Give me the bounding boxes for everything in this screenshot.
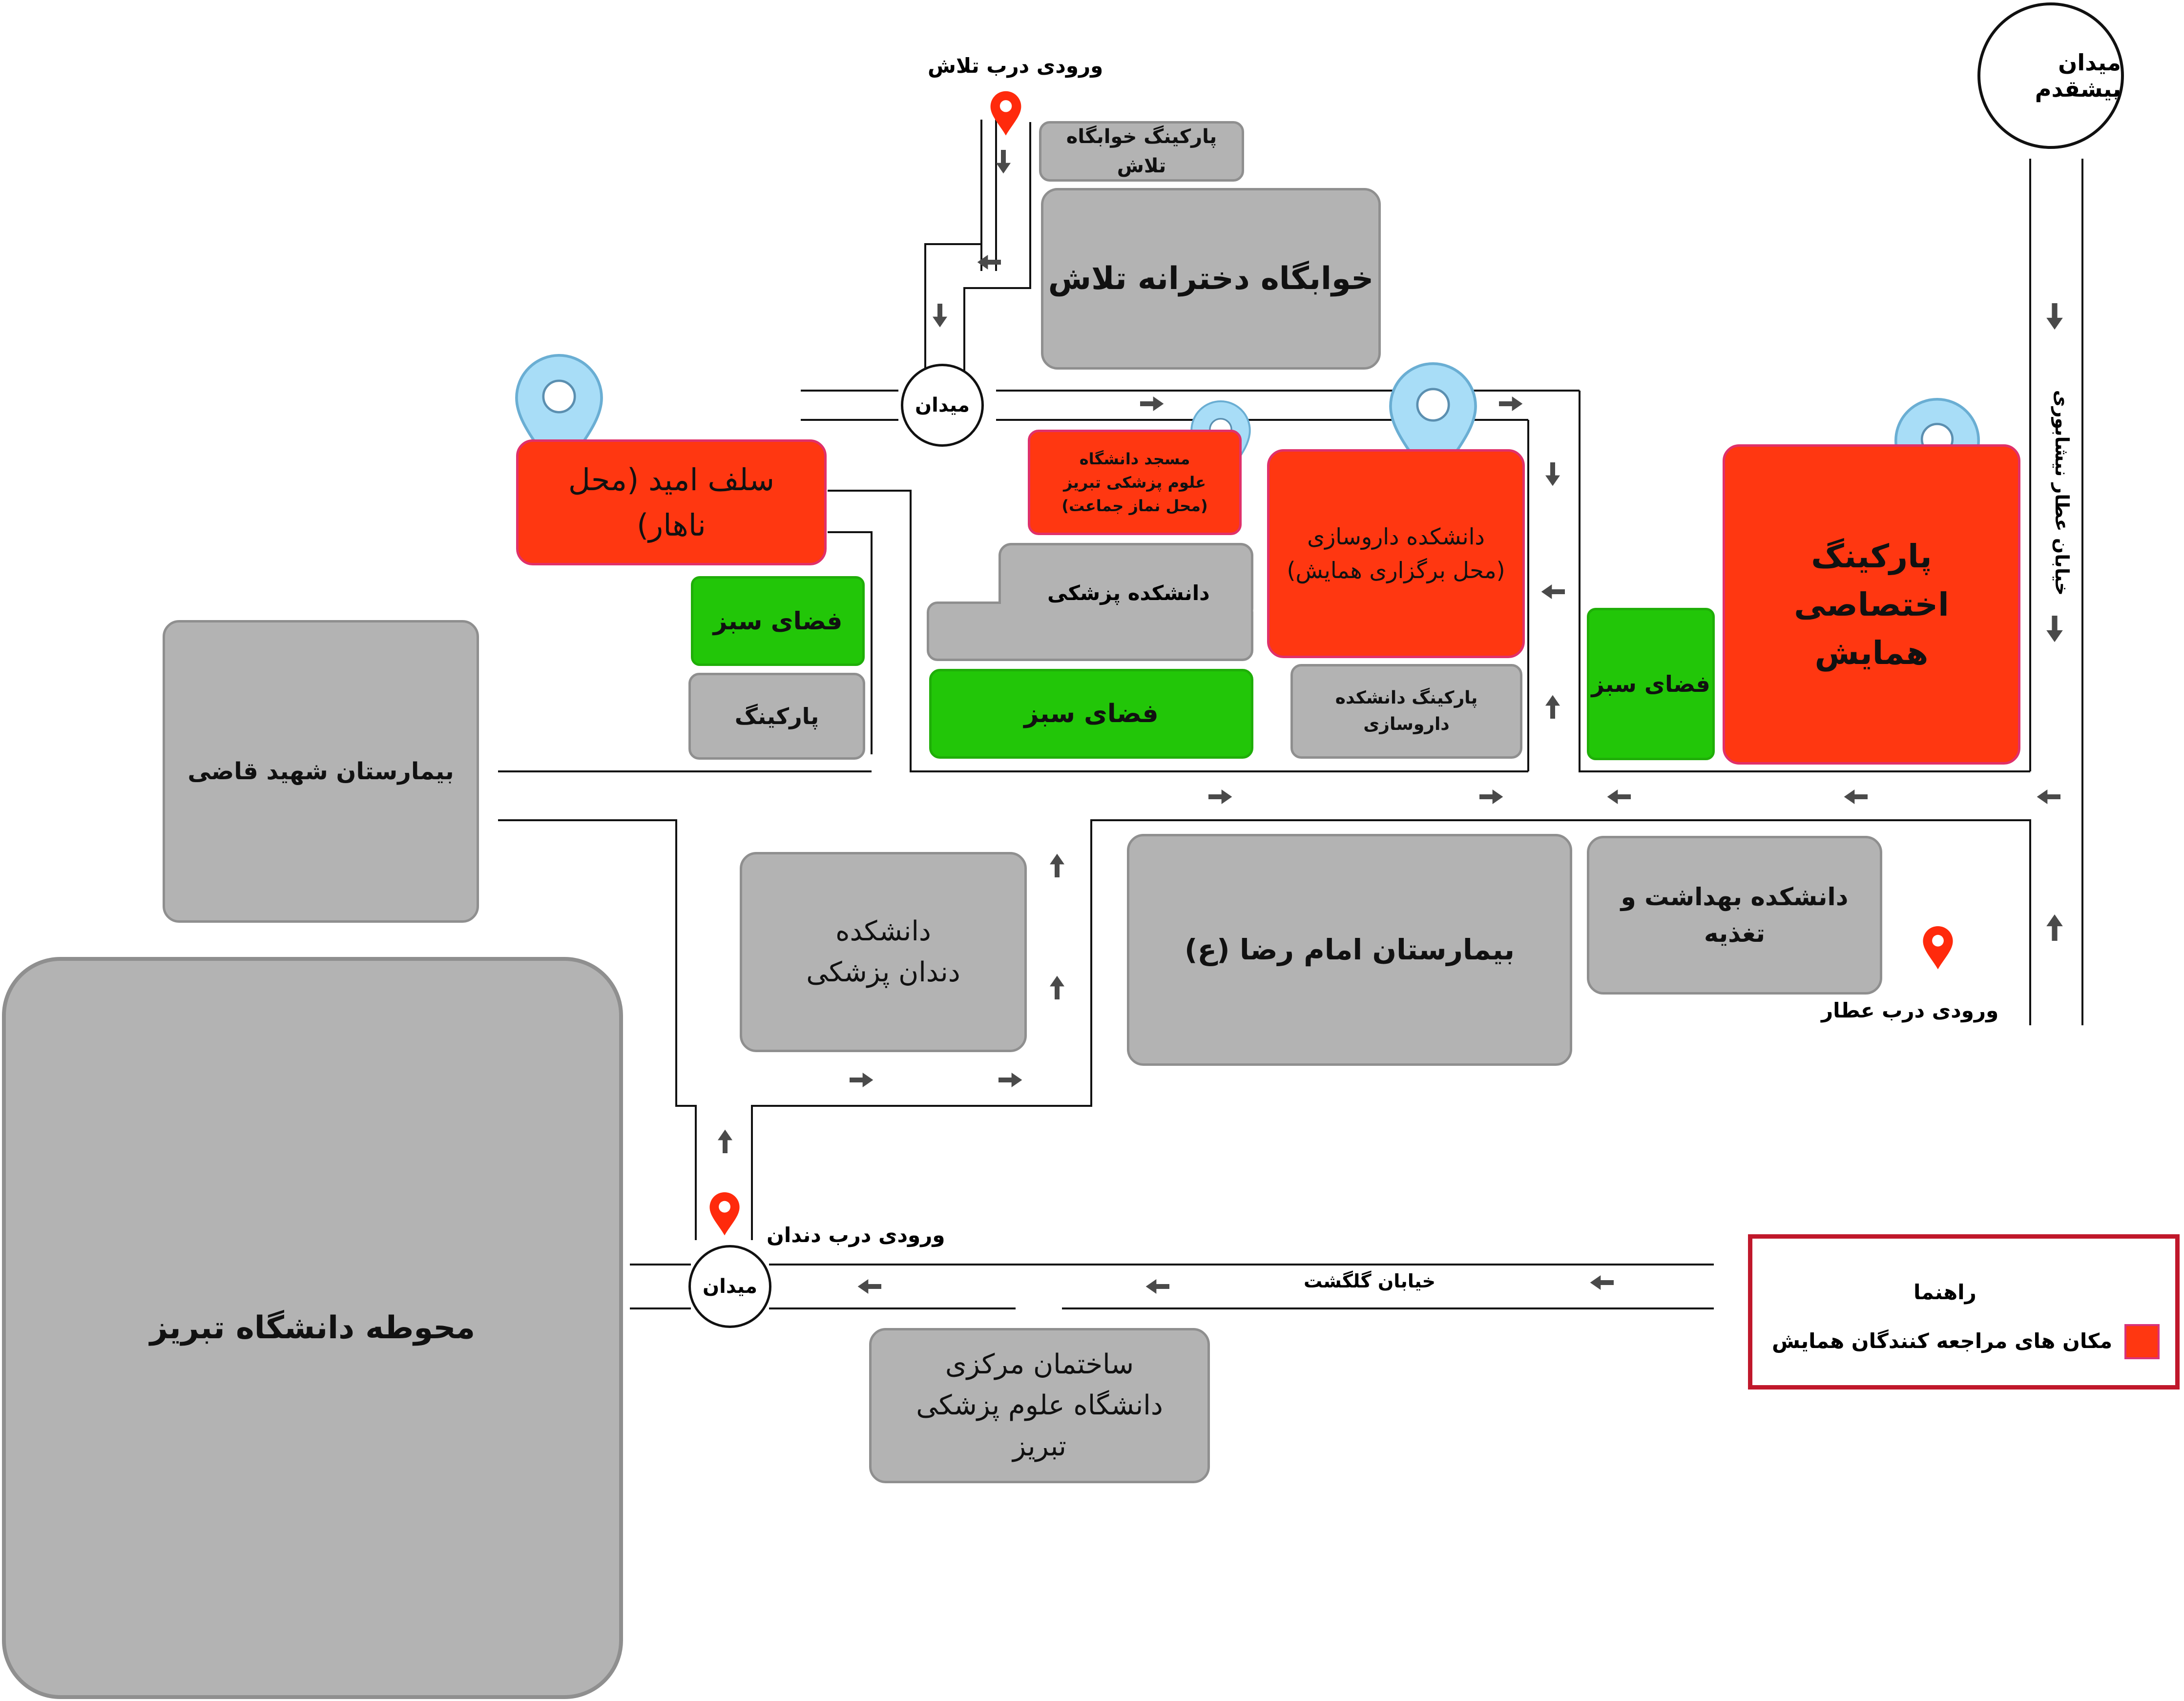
legend-swatch xyxy=(2124,1324,2160,1359)
roads xyxy=(498,120,2083,1309)
green-space-3: فضای سبز xyxy=(1587,608,1715,760)
roundabout-pishghadam: میدان پیشقدم xyxy=(1977,2,2124,149)
health-nutrition-faculty: دانشکده بهداشت و تغذیه xyxy=(1587,836,1882,995)
hospital-imam-reza: بیمارستان امام رضا (ع) xyxy=(1127,834,1572,1066)
talash-entrance-label: ورودی درب تلاش xyxy=(928,54,1103,78)
roundabout-top: میدان xyxy=(901,364,984,447)
central-building: ساختمان مرکزی دانشگاه علوم پزشکی تبریز xyxy=(869,1328,1210,1483)
pharmacy-parking: پارکینگ دانشکده داروسازی xyxy=(1290,664,1522,759)
legend: راهنما مکان های مراجعه کنندگان همایش xyxy=(1748,1234,2180,1390)
medicine-faculty-label: دانشکده پزشکی xyxy=(1047,581,1210,605)
roundabout-bottom: میدان xyxy=(688,1245,771,1328)
private-parking[interactable]: پارکینگ اختصاصی همایش xyxy=(1723,444,2020,765)
parking: پارکینگ xyxy=(688,673,865,760)
legend-item: مکان های مراجعه کنندگان همایش xyxy=(1772,1329,2113,1353)
street-golgasht: خیابان گلگشت xyxy=(1304,1270,1435,1292)
dentistry-faculty: دانشکده دندان پزشکی xyxy=(740,852,1027,1052)
pharmacy-faculty[interactable]: دانشکده داروسازی (محل برگزاری همایش) xyxy=(1267,449,1525,658)
street-attar-neyshaburi: خیابان عطار نیشابوری xyxy=(2051,390,2073,596)
attar-entrance-pin-icon xyxy=(1923,926,1953,970)
dandan-entrance-label: ورودی درب دندان xyxy=(767,1223,945,1247)
hospital-shahid-ghazi: بیمارستان شهید قاضی xyxy=(163,620,479,923)
salaf-omid[interactable]: سلف امید (محل ناهار) xyxy=(516,439,827,565)
green-space-1: فضای سبز xyxy=(691,576,865,666)
green-space-2: فضای سبز xyxy=(929,669,1253,759)
tabriz-university-campus: محوطه دانشگاه تبریز xyxy=(2,957,623,1699)
legend-title: راهنما xyxy=(1914,1280,1976,1304)
talash-parking: پارکینگ خوابگاه تلاش xyxy=(1039,121,1244,182)
university-mosque[interactable]: مسجد دانشگاه علوم پزشکی تبریز (محل نماز … xyxy=(1028,430,1242,535)
talash-dorm: خوابگاه دخترانه تلاش xyxy=(1041,188,1381,370)
attar-entrance-label: ورودی درب عطار xyxy=(1821,998,1999,1022)
dandan-entrance-pin-icon xyxy=(709,1192,740,1236)
